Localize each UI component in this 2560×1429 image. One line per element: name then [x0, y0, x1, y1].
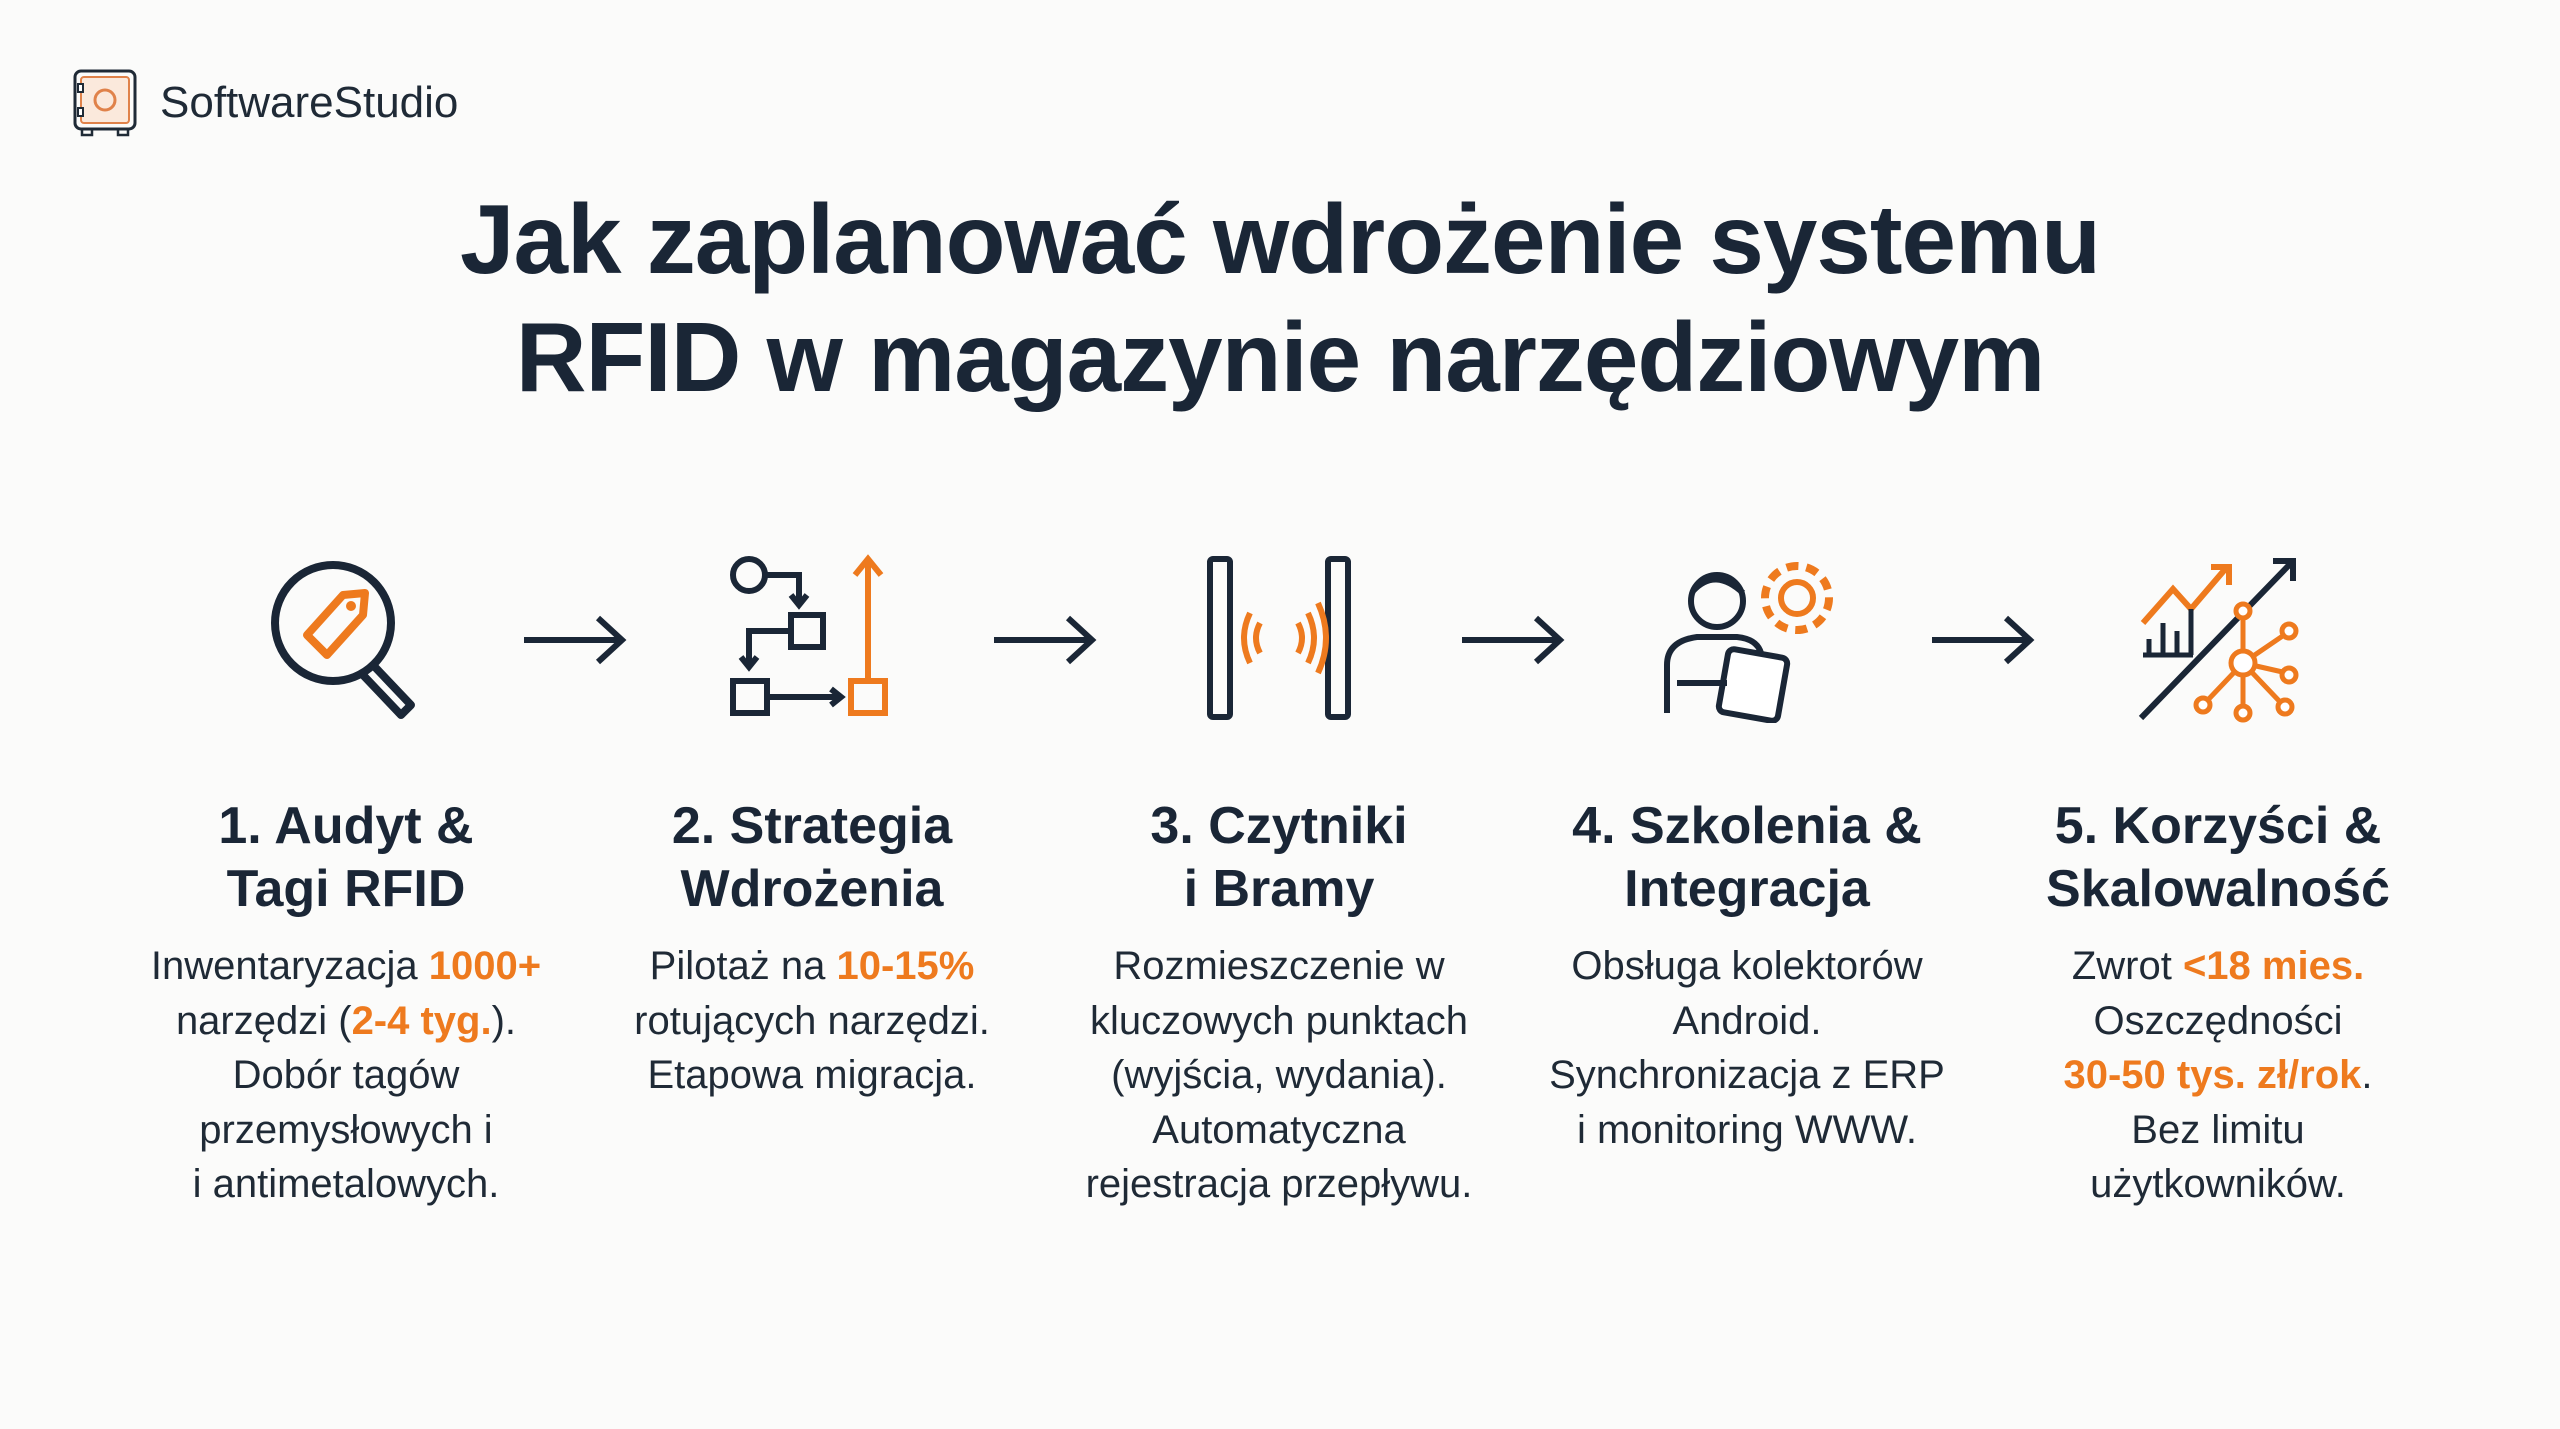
description-line: (wyjścia, wydania).	[1049, 1048, 1509, 1103]
arrow-right-icon	[1462, 615, 1565, 665]
description-text: i monitoring WWW.	[1576, 1107, 1918, 1152]
highlight-value: 30-50 tys. zł/rok	[2063, 1053, 2362, 1097]
description-text: Automatyczna	[1152, 1107, 1406, 1152]
description-text: (wyjścia, wydania).	[1111, 1053, 1447, 1097]
step-heading-line: 5. Korzyści &	[2054, 797, 2382, 855]
description-line: 30-50 tys. zł/rok.	[1988, 1048, 2448, 1103]
step-heading-line: Skalowalność	[2046, 860, 2390, 918]
title-line-1: Jak zaplanować wdrożenie systemu	[459, 184, 2101, 294]
description-line: użytkowników.	[1988, 1157, 2448, 1212]
description-text: Oszczędności	[2093, 998, 2343, 1043]
description-line: Automatyczna	[1049, 1103, 1509, 1158]
step-heading: 1. Audyt &Tagi RFID	[116, 795, 576, 921]
highlight-value: <18 mies.	[2182, 944, 2365, 988]
description-text: i antimetalowych.	[192, 1162, 500, 1206]
growth-network-icon	[1988, 550, 2448, 725]
highlight-value: 2-4 tyg.	[351, 998, 492, 1043]
step-heading-line: 1. Audyt &	[218, 797, 474, 855]
step-description: Rozmieszczenie w kluczowych punktach (wyjś…	[1049, 939, 1509, 1212]
description-text: Rozmieszczenie w	[1113, 944, 1445, 988]
description-text: Dobór tagów	[232, 1053, 460, 1097]
description-text: Android.	[1672, 998, 1822, 1043]
brand-name: SoftwareStudio	[160, 78, 459, 127]
description-text: Etapowa migracja.	[647, 1053, 977, 1097]
description-text: .	[2361, 1053, 2373, 1097]
step-heading-line: Tagi RFID	[226, 860, 466, 918]
safe-icon	[73, 69, 137, 137]
step-description: Inwentaryzacja 1000+narzędzi (2-4 tyg.).…	[116, 939, 576, 1212]
description-text: ).	[491, 998, 517, 1043]
description-line: Android.	[1517, 994, 1977, 1049]
description-line: narzędzi (2-4 tyg.).	[116, 994, 576, 1049]
page-title: Jak zaplanować wdrożenie systemu RFID w …	[0, 180, 2560, 416]
description-line: Dobór tagów	[116, 1048, 576, 1103]
description-text: przemysłowych i	[199, 1107, 493, 1152]
magnifier-tag-icon	[116, 550, 576, 725]
arrow-right-icon	[524, 615, 627, 665]
description-text: Pilotaż na	[649, 944, 837, 988]
description-line: Bez limitu	[1988, 1103, 2448, 1158]
description-text: użytkowników.	[2090, 1162, 2346, 1206]
step-heading-line: 2. Strategia	[671, 797, 953, 855]
highlight-value: 10-15%	[836, 944, 975, 988]
step-heading-line: 4. Szkolenia &	[1572, 797, 1922, 855]
description-text: Inwentaryzacja	[150, 944, 429, 988]
user-tablet-gear-icon	[1517, 550, 1977, 725]
step-heading-line: Integracja	[1624, 860, 1870, 918]
step-heading-line: 3. Czytniki	[1150, 797, 1408, 855]
arrow-right-icon	[994, 615, 1097, 665]
description-text: Bez limitu	[2131, 1107, 2305, 1152]
description-line: Rozmieszczenie w	[1049, 939, 1509, 994]
description-text: Obsługa kolektorów	[1571, 944, 1923, 988]
title-line-2: RFID w magazynie narzędziowym	[515, 302, 2045, 412]
rfid-gate-icon	[1049, 550, 1509, 725]
description-text: rotujących narzędzi.	[634, 998, 990, 1043]
highlight-value: 1000+	[428, 944, 542, 988]
step-description: Pilotaż na 10-15%rotujących narzędzi.Eta…	[582, 939, 1042, 1103]
step-heading-line: Wdrożenia	[680, 860, 944, 918]
step-heading-line: i Bramy	[1183, 860, 1375, 918]
description-line: Pilotaż na 10-15%	[582, 939, 1042, 994]
workflow-strategy-icon	[582, 550, 1042, 725]
description-text: narzędzi (	[175, 998, 352, 1043]
description-line: i monitoring WWW.	[1517, 1103, 1977, 1158]
description-line: przemysłowych i	[116, 1103, 576, 1158]
description-line: Synchronizacja z ERP	[1517, 1048, 1977, 1103]
description-text: rejestracja przepływu.	[1085, 1162, 1473, 1206]
description-line: rejestracja przepływu.	[1049, 1157, 1509, 1212]
description-line: Inwentaryzacja 1000+	[116, 939, 576, 994]
description-line: Obsługa kolektorów	[1517, 939, 1977, 994]
description-line: rotujących narzędzi.	[582, 994, 1042, 1049]
arrow-right-icon	[1932, 615, 2035, 665]
description-line: kluczowych punktach	[1049, 994, 1509, 1049]
description-line: i antimetalowych.	[116, 1157, 576, 1212]
description-line: Oszczędności	[1988, 994, 2448, 1049]
description-text: Synchronizacja z ERP	[1549, 1053, 1945, 1097]
step-heading: 5. Korzyści &Skalowalność	[1988, 795, 2448, 921]
brand-logo: SoftwareStudio	[72, 68, 458, 138]
description-line: Zwrot <18 mies.	[1988, 939, 2448, 994]
description-text: Zwrot	[2071, 944, 2183, 988]
description-line: Etapowa migracja.	[582, 1048, 1042, 1103]
description-text: kluczowych punktach	[1090, 998, 1468, 1043]
step-heading: 4. Szkolenia &Integracja	[1517, 795, 1977, 921]
